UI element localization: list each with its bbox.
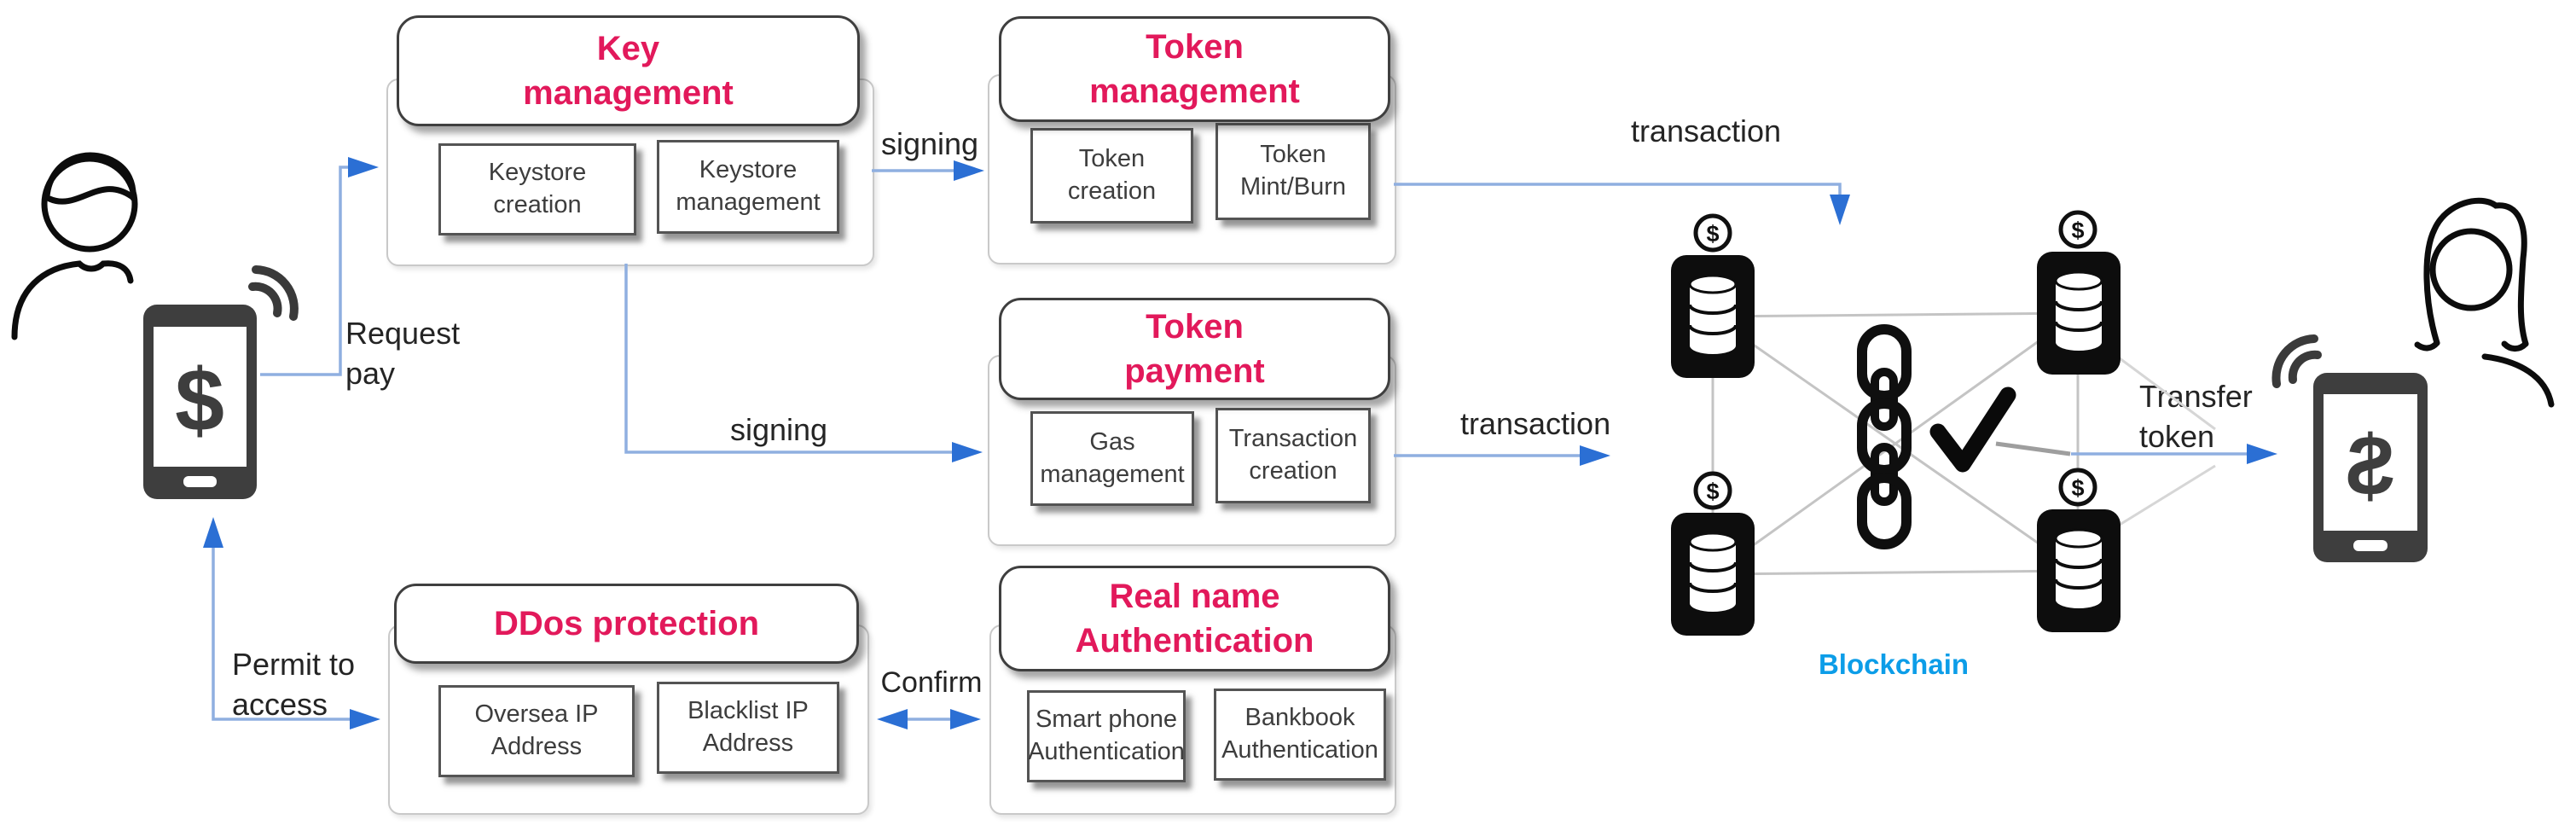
token-mint-burn-box: Token Mint/Burn bbox=[1215, 123, 1371, 220]
oversea-ip-box: Oversea IP Address bbox=[438, 685, 635, 777]
dollar-glyph-mirrored: $ bbox=[2347, 418, 2394, 514]
transaction-top-arrow bbox=[1394, 183, 1850, 225]
confirm-label: Confirm bbox=[880, 666, 983, 699]
transaction-top-label: transaction bbox=[1630, 113, 1782, 148]
coin-dollar-icon: $ bbox=[2071, 218, 2084, 243]
coin-dollar-icon: $ bbox=[1706, 221, 1719, 247]
smartphone-dollar-mirrored-icon: $ bbox=[2271, 334, 2428, 562]
blockchain-label: Blockchain bbox=[1818, 648, 1970, 680]
token-management-title: Token management bbox=[999, 16, 1390, 122]
transfer-token-label: Transfer token bbox=[2139, 379, 2253, 454]
coin-dollar-icon: $ bbox=[1706, 479, 1719, 504]
wifi-signal-icon bbox=[248, 265, 299, 321]
smartphone-dollar-icon: $ bbox=[143, 265, 299, 499]
smartphone-auth-box: Smart phone Authentication bbox=[1027, 690, 1186, 782]
woman-receiver-icon bbox=[2414, 197, 2555, 408]
keystore-management-box: Keystore management bbox=[657, 140, 839, 234]
token-payment-title: Token payment bbox=[999, 298, 1390, 400]
blockchain-node-bottom-right: $ bbox=[2037, 468, 2121, 632]
ddos-protection-title: DDos protection bbox=[394, 584, 859, 664]
bankbook-auth-box: Bankbook Authentication bbox=[1214, 689, 1386, 781]
real-name-auth-title: Real name Authentication bbox=[999, 566, 1390, 671]
coin-dollar-icon: $ bbox=[2071, 475, 2084, 501]
signing-top-label: signing bbox=[880, 126, 979, 161]
blockchain-node-top-left: $ bbox=[1671, 213, 1755, 378]
blockchain-node-top-right: $ bbox=[2037, 210, 2121, 375]
dollar-glyph: $ bbox=[175, 352, 224, 450]
chain-link-icon bbox=[1857, 324, 1912, 549]
man-sender-icon bbox=[11, 152, 138, 340]
transaction-creation-box: Transaction creation bbox=[1215, 408, 1371, 503]
signing-mid-label: signing bbox=[730, 412, 828, 447]
checkmark-icon bbox=[1929, 386, 2016, 473]
request-pay-label: Request pay bbox=[345, 316, 461, 391]
keystore-creation-box: Keystore creation bbox=[438, 143, 636, 235]
permit-to-access-label: Permit to access bbox=[232, 647, 356, 722]
blacklist-ip-box: Blacklist IP Address bbox=[657, 682, 839, 774]
gas-management-box: Gas management bbox=[1030, 411, 1194, 506]
token-creation-box: Token creation bbox=[1030, 128, 1193, 224]
transaction-mid-label: transaction bbox=[1460, 406, 1611, 441]
blockchain-node-bottom-left: $ bbox=[1671, 471, 1755, 636]
key-management-title: Key management bbox=[397, 15, 860, 126]
